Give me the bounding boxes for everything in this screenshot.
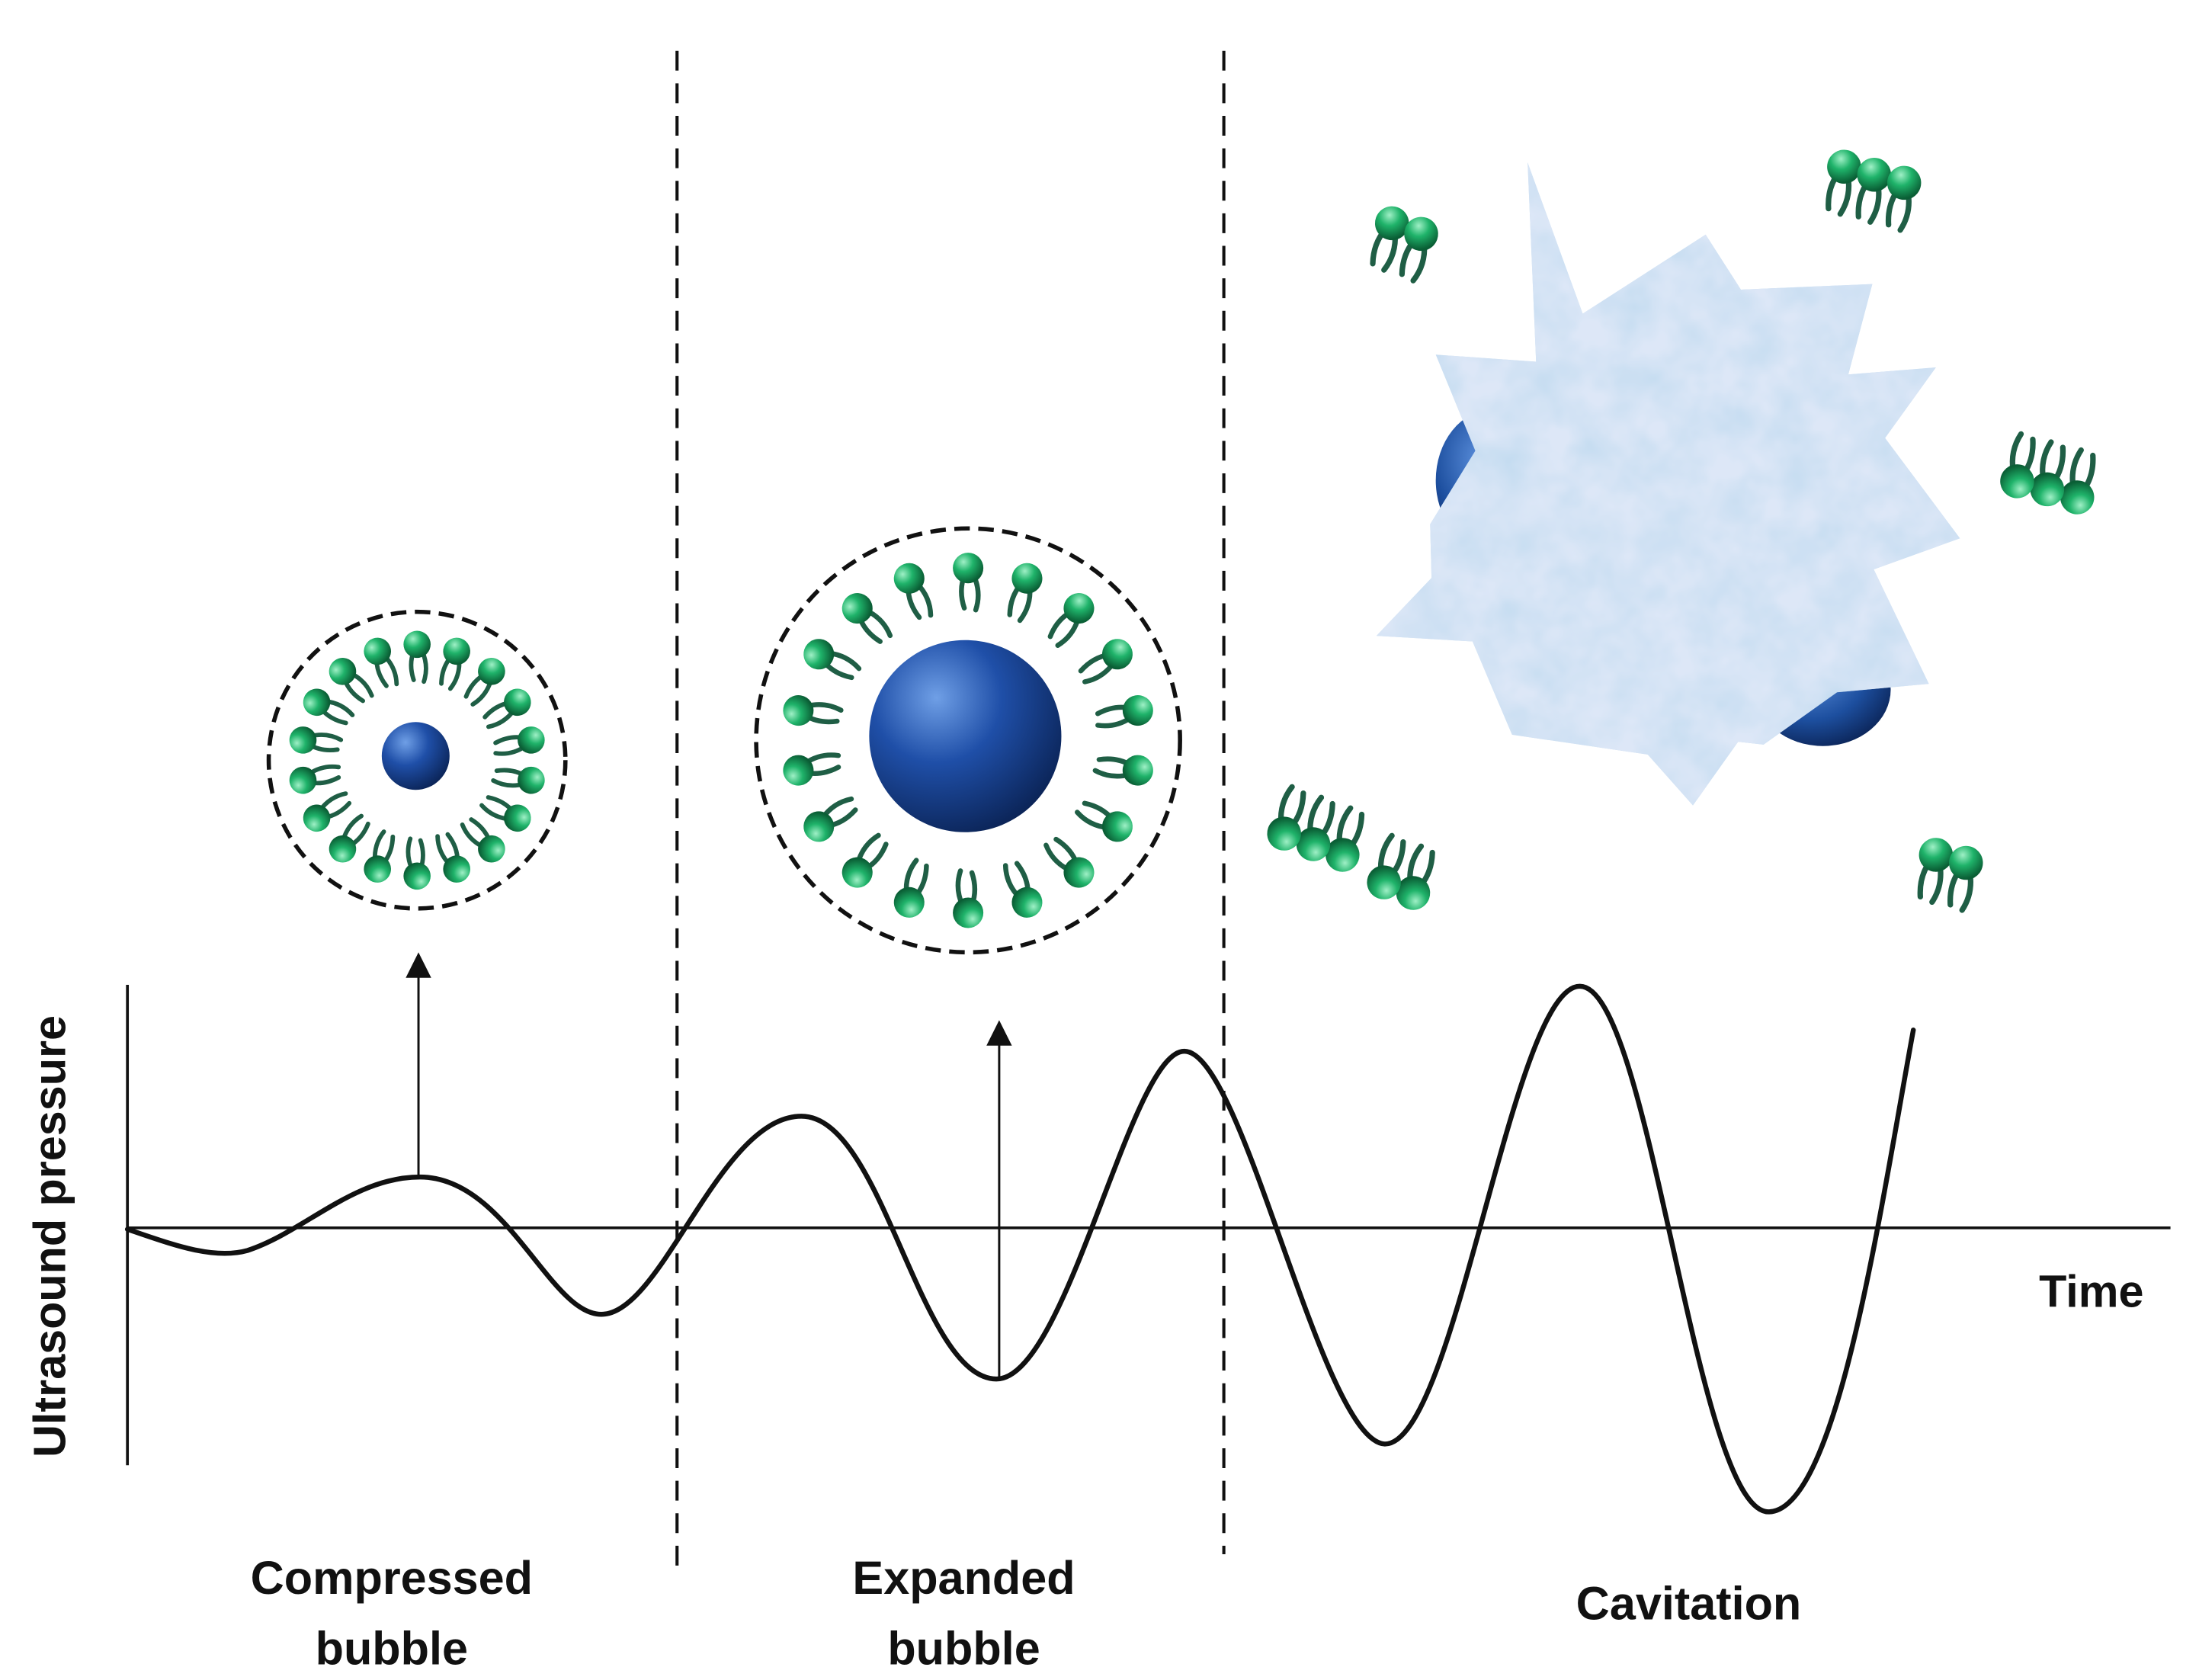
lipid-molecule: [492, 761, 547, 797]
lipid-cluster-group: [1362, 832, 1445, 915]
lipid-cluster-group: [1908, 834, 1987, 912]
lipid-molecule: [479, 787, 537, 836]
lipid-molecule: [890, 559, 938, 623]
lipid-molecule: [1073, 793, 1138, 848]
lipid-molecule: [1094, 748, 1156, 787]
lipid-molecule: [890, 858, 938, 922]
lipid-cluster-group: [1816, 146, 1925, 232]
lipid-molecule: [431, 829, 474, 886]
lipid-molecule: [798, 793, 863, 848]
y-axis-label: Ultrasound pressure: [24, 1015, 75, 1457]
lipid-cluster-group: [1262, 784, 1374, 876]
lipid-cluster-group: [1360, 201, 1443, 284]
expanded-arrow: [986, 1020, 1012, 1380]
lipid-molecule: [287, 761, 342, 797]
compressed-arrow: [406, 952, 431, 1176]
expanded-bubble: [754, 526, 1182, 955]
lipid-molecule: [403, 630, 431, 681]
lipid-molecule: [403, 838, 431, 890]
lipid-molecule: [360, 634, 402, 691]
lipid-molecule: [781, 693, 842, 733]
lipid-molecule: [836, 831, 896, 894]
x-axis-label: Time: [2039, 1266, 2143, 1317]
lipid-molecule: [953, 553, 983, 610]
lipid-molecule: [1040, 587, 1101, 650]
lipid-molecule: [798, 633, 863, 688]
lipid-cluster-group: [1996, 432, 2105, 518]
lipid-molecule: [999, 559, 1047, 623]
lipid-molecule: [781, 748, 842, 787]
lipid-molecule: [999, 858, 1047, 922]
lipid-molecule: [492, 724, 547, 760]
lipid-molecule: [1040, 831, 1101, 894]
compressed-label-line1: Compressed: [251, 1552, 533, 1604]
expanded-label-line1: Expanded: [852, 1552, 1075, 1604]
lipid-molecule: [953, 870, 983, 928]
lipid-molecule: [1073, 633, 1138, 688]
lipid-molecule: [287, 724, 342, 760]
cavitation-label: Cavitation: [1576, 1577, 1802, 1629]
lipid-molecule: [836, 587, 896, 650]
lipid-molecule: [431, 634, 474, 691]
pressure-wave: [124, 983, 1916, 1515]
lipid-molecule: [298, 684, 356, 733]
lipid-molecule: [1094, 693, 1156, 733]
compressed-bubble: [266, 609, 568, 911]
expanded-label-line2: bubble: [887, 1623, 1040, 1675]
lipid-molecule: [360, 829, 402, 886]
compressed-label-line2: bubble: [316, 1623, 468, 1675]
